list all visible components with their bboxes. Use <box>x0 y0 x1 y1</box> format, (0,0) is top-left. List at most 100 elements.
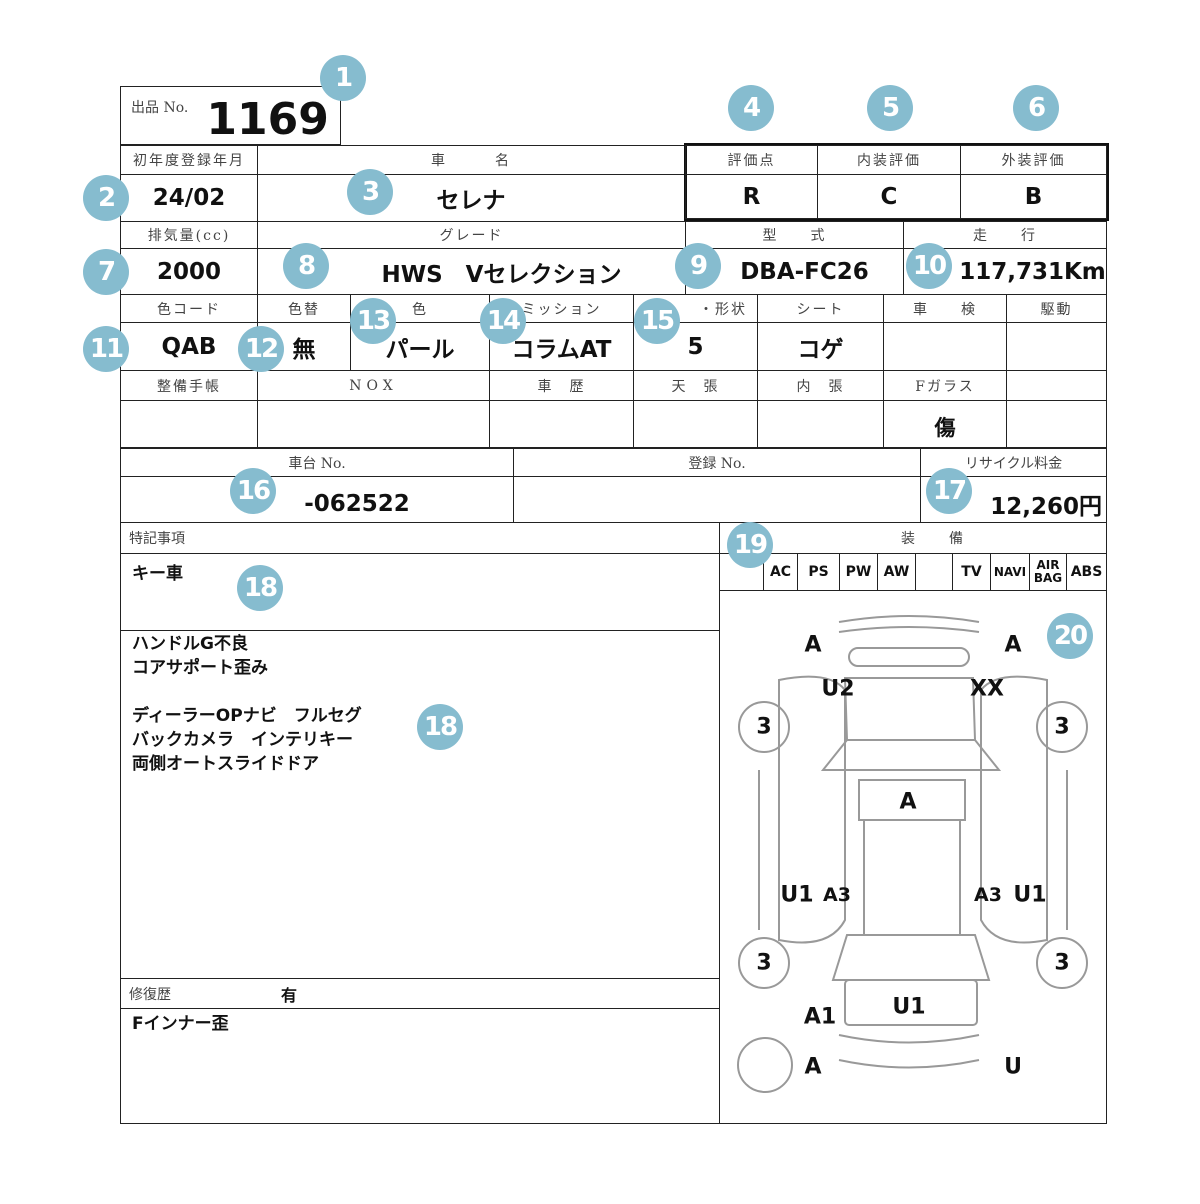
windshield <box>820 739 1002 771</box>
tailgate <box>844 979 978 1026</box>
callout-badge: 20 <box>1047 613 1093 659</box>
service-book-value <box>120 400 258 448</box>
callout-badge: 14 <box>480 298 526 344</box>
note-line <box>132 680 362 704</box>
equipment-row: AC PS PW AW TV NAVI AIR BAG ABS <box>719 553 1107 591</box>
car-diagram <box>737 615 1088 1093</box>
repair-label: 修復歴 <box>129 986 171 1003</box>
mark-left-door: U1 <box>780 882 814 908</box>
rear-bumper <box>838 1034 980 1069</box>
callout-badge: 10 <box>906 243 952 289</box>
header-score: 評価点 <box>685 145 818 175</box>
callout-badge: 18 <box>237 565 283 611</box>
header-car-name: 車 名 <box>257 145 685 175</box>
car-name-value: セレナ <box>257 174 685 222</box>
grille <box>848 647 970 667</box>
lot-number-box: 出品 No. 1169 <box>120 86 341 145</box>
header-grade: グレード <box>257 221 686 249</box>
notes-lines: ハンドルG不良 コアサポート歪み ディーラーOPナビ フルセグ バックカメラ イ… <box>132 632 362 776</box>
spare-tire <box>737 1037 793 1093</box>
header-displacement: 排気量(cc) <box>120 221 258 249</box>
key-note: キー車 <box>132 564 183 584</box>
right-side <box>980 675 1048 944</box>
header-nox: NOX <box>257 370 490 401</box>
header-roof-lining: 天 張 <box>633 370 758 401</box>
header-interior: 内装評価 <box>817 145 961 175</box>
equip-aw: AW <box>878 554 916 590</box>
callout-badge: 11 <box>83 326 129 372</box>
equip-ps: PS <box>798 554 840 590</box>
equip-blank <box>720 554 764 590</box>
callout-badge: 3 <box>347 169 393 215</box>
callout-badge: 9 <box>675 243 721 289</box>
roof-lining-value <box>633 400 758 448</box>
note-line: ハンドルG不良 <box>132 634 248 654</box>
roof <box>863 819 961 936</box>
callout-badge: 19 <box>727 522 773 568</box>
callout-badge: 15 <box>634 298 680 344</box>
equipment-label: 装 備 <box>719 522 1107 554</box>
callout-badge: 5 <box>867 85 913 131</box>
callout-badge: 4 <box>728 85 774 131</box>
interior-lining-value <box>757 400 884 448</box>
chassis-value: -062522 <box>120 476 514 523</box>
header-model: 型 式 <box>685 221 904 249</box>
header-history: 車 歴 <box>489 370 634 401</box>
mark-rear-bumper-left: A <box>804 1054 822 1080</box>
note-line: バックカメラ インテリキー <box>132 730 353 750</box>
exterior-value: B <box>960 174 1107 219</box>
header-service-book: 整備手帳 <box>120 370 258 401</box>
mark-wheel-rr: 3 <box>1054 950 1070 976</box>
history-value <box>489 400 634 448</box>
displacement-value: 2000 <box>120 248 258 295</box>
mark-wheel-rl: 3 <box>756 950 772 976</box>
callout-badge: 13 <box>350 298 396 344</box>
header-drive: 駆動 <box>1006 294 1107 323</box>
header-first-reg: 初年度登録年月 <box>120 145 258 175</box>
inspection-value <box>883 322 1007 371</box>
header-inspection: 車 検 <box>883 294 1007 323</box>
rear-window <box>831 934 991 981</box>
mark-wheel-fr: 3 <box>1054 714 1070 740</box>
header-color-change: 色替 <box>257 294 351 323</box>
registration-value <box>513 476 921 523</box>
header-blank <box>1006 370 1107 401</box>
equip-airbag: AIR BAG <box>1030 554 1067 590</box>
mark-front-right: A <box>1004 632 1022 658</box>
mark-right-side: A3 <box>974 884 1002 906</box>
callout-badge: 1 <box>320 55 366 101</box>
left-side <box>778 675 846 944</box>
wheel-fl <box>738 701 790 753</box>
blank-value <box>1006 400 1107 448</box>
header-color-code: 色コード <box>120 294 258 323</box>
repair-detail: Fインナー歪 <box>132 1014 229 1034</box>
hood <box>843 677 977 741</box>
wheel-rl <box>738 937 790 989</box>
header-f-glass: Fガラス <box>883 370 1007 401</box>
mark-front-left: A <box>804 632 822 658</box>
equip-pw: PW <box>840 554 878 590</box>
header-exterior: 外装評価 <box>960 145 1107 175</box>
mark-left-side: A3 <box>823 884 851 906</box>
note-line: コアサポート歪み <box>132 658 268 678</box>
nox-value <box>257 400 490 448</box>
callout-badge: 17 <box>926 468 972 514</box>
mark-right-door: U1 <box>1013 882 1047 908</box>
notes-label: 特記事項 <box>120 522 720 554</box>
mark-hood-right: XX <box>970 676 1004 702</box>
header-registration: 登録 No. <box>513 448 921 477</box>
front-bumper <box>838 615 980 633</box>
model-value: DBA-FC26 <box>685 248 904 295</box>
equip-tv: TV <box>953 554 991 590</box>
note-line: 両側オートスライドドア <box>132 754 319 774</box>
drive-value <box>1006 322 1107 371</box>
wheel-fr <box>1036 701 1088 753</box>
callout-badge: 8 <box>283 243 329 289</box>
repair-row: 修復歴 有 <box>120 978 720 1009</box>
callout-badge: 2 <box>83 175 129 221</box>
interior-value: C <box>817 174 961 219</box>
mark-rear-left: A1 <box>803 1004 837 1030</box>
callout-badge: 7 <box>83 249 129 295</box>
key-row <box>120 553 720 631</box>
